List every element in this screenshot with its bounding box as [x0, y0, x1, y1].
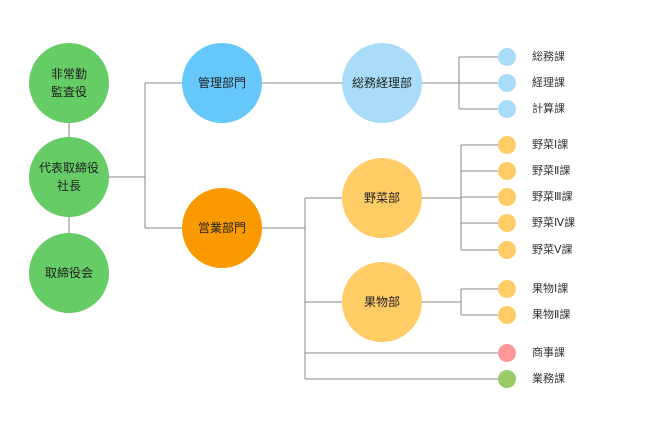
keiri-label: 経理課 — [532, 76, 565, 89]
management-label: 管理部門 — [197, 76, 246, 90]
auditor-label: 非常勤 監査役 — [50, 67, 87, 99]
yasai5-dot — [498, 241, 516, 259]
sales-label: 営業部門 — [197, 221, 246, 235]
gyoumu-label: 業務課 — [532, 372, 565, 385]
ceo-label: 代表取締役 社長 — [38, 161, 99, 193]
yasai1-label: 野菜Ⅰ課 — [532, 138, 569, 151]
yasai5-label: 野菜Ⅴ課 — [532, 243, 573, 256]
general-accounting-label: 総務経理部 — [351, 76, 412, 90]
shouji-label: 商事課 — [532, 346, 565, 359]
soumu-dot — [498, 48, 516, 66]
fruit-label: 果物部 — [363, 295, 400, 309]
auditor-node: 非常勤 監査役 — [29, 43, 109, 123]
gyoumu-dot — [498, 370, 516, 388]
yasai3-dot — [498, 188, 516, 206]
management-node: 管理部門 — [182, 43, 262, 123]
fruit-node: 果物部 — [342, 262, 422, 342]
yasai4-label: 野菜Ⅳ課 — [532, 216, 576, 229]
kudamono2-label: 果物Ⅱ課 — [532, 308, 571, 321]
sales-node: 営業部門 — [182, 188, 262, 268]
directors-node: 取締役会 — [29, 233, 109, 313]
ceo-node: 代表取締役 社長 — [29, 137, 109, 217]
keisan-label: 計算課 — [532, 102, 565, 115]
kudamono2-dot — [498, 306, 516, 324]
keiri-dot — [498, 74, 516, 92]
vegetable-node: 野菜部 — [342, 158, 422, 238]
yasai4-dot — [498, 214, 516, 232]
yasai2-dot — [498, 162, 516, 180]
keisan-dot — [498, 100, 516, 118]
directors-label: 取締役会 — [44, 266, 93, 280]
kudamono1-dot — [498, 280, 516, 298]
shouji-dot — [498, 344, 516, 362]
soumu-label: 総務課 — [532, 50, 565, 63]
kudamono1-label: 果物Ⅰ課 — [532, 282, 569, 295]
yasai3-label: 野菜Ⅲ課 — [532, 190, 573, 203]
yasai1-dot — [498, 136, 516, 154]
general-accounting-node: 総務経理部 — [342, 43, 422, 123]
yasai2-label: 野菜Ⅱ課 — [532, 164, 571, 177]
vegetable-label: 野菜部 — [363, 191, 400, 205]
